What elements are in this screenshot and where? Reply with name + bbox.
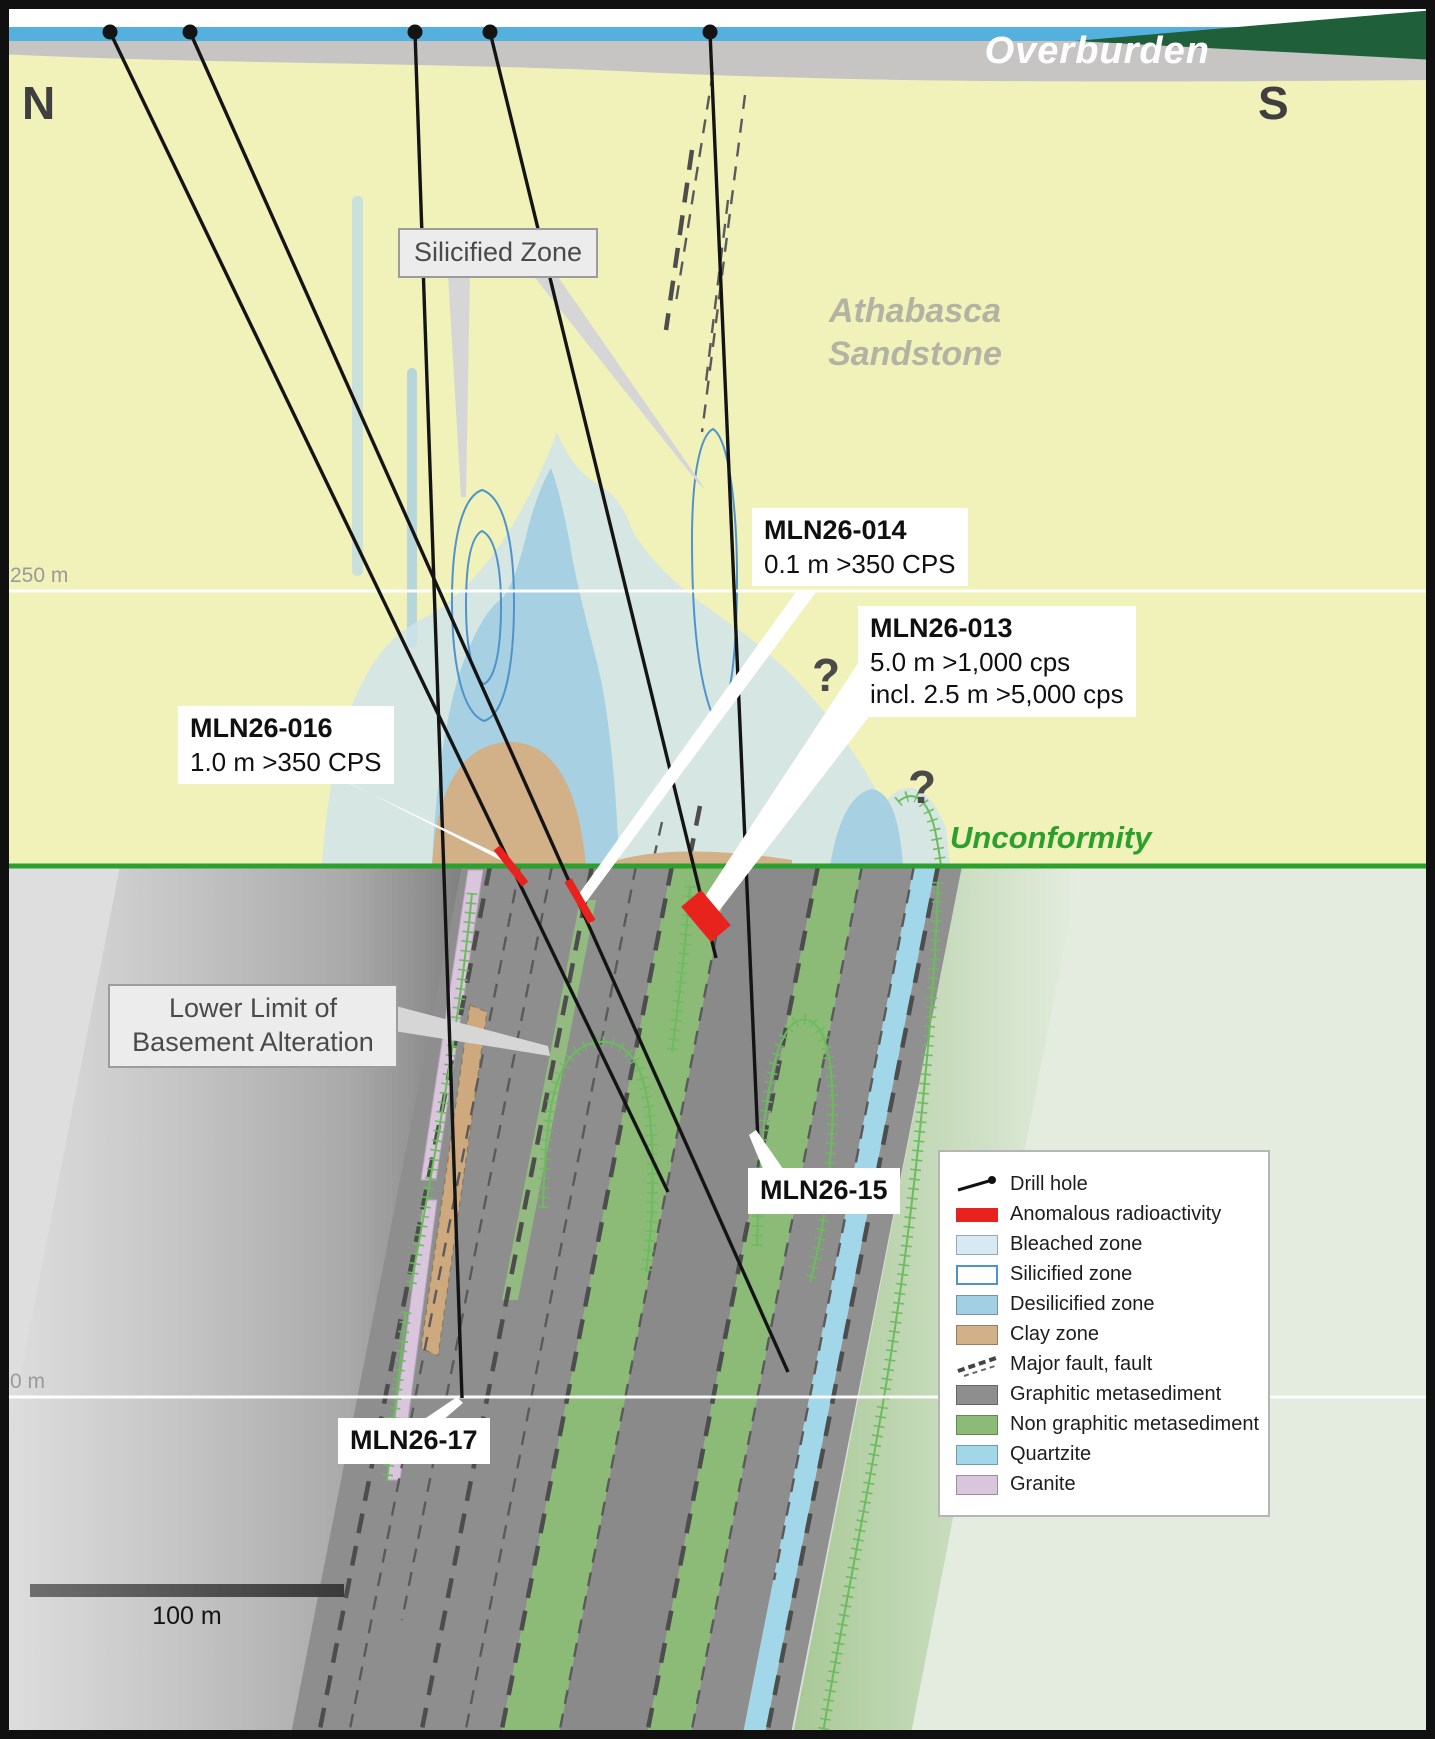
alteration-hatch-above-unconformity <box>894 790 947 867</box>
drill-hole-mln26-013 <box>488 31 718 959</box>
legend-item-bleached: Bleached zone <box>956 1233 1254 1256</box>
desilicified-zone-swatch <box>956 1294 998 1315</box>
lower-limit-callout: Lower Limit of Basement Alteration <box>108 984 398 1068</box>
surface-water-band <box>0 27 1435 41</box>
mln26-15-label: MLN26-15 <box>748 1168 900 1214</box>
legend-item-silicified: Silicified zone <box>956 1263 1254 1286</box>
quartzite-swatch <box>956 1444 998 1465</box>
graphitic-band <box>290 866 672 1739</box>
drill-hole-mln26-016 <box>108 31 670 1193</box>
non-graphitic-swatch <box>956 1414 998 1435</box>
anomaly-mln26-014 <box>564 878 596 924</box>
question-mark: ? <box>812 649 841 701</box>
anomalous-radioactivity-swatch <box>956 1207 998 1222</box>
mln26-17-label: MLN26-17 <box>338 1418 490 1464</box>
clay-zone-swatch <box>956 1324 998 1345</box>
basement-shading <box>0 866 466 1739</box>
mln26-013-label: MLN26-013 5.0 m >1,000 cps incl. 2.5 m >… <box>858 606 1136 717</box>
legend-item-fault: Major fault, fault <box>956 1353 1254 1377</box>
legend-item-non-graphitic: Non graphitic metasediment <box>956 1413 1259 1436</box>
fault-swatch <box>956 1355 998 1377</box>
non-graphitic-band <box>646 866 862 1739</box>
silicified-zone-swatch <box>956 1264 998 1285</box>
drill-hole-mln26-15 <box>708 31 760 1143</box>
basement-faults <box>315 866 941 1739</box>
question-mark: ? <box>908 761 937 813</box>
bleached-zone-swatch <box>956 1234 998 1255</box>
graphitic-band <box>764 866 962 1739</box>
legend-item-quartzite: Quartzite <box>956 1443 1254 1466</box>
silicified-zone-callout: Silicified Zone <box>398 228 599 278</box>
graphitic-band <box>690 866 914 1739</box>
legend-item-clay: Clay zone <box>956 1323 1254 1346</box>
graphitic-band <box>558 866 818 1739</box>
scale-bar-label: 100 m <box>152 1602 222 1630</box>
legend-item-desilicified: Desilicified zone <box>956 1293 1254 1316</box>
quartzite-band <box>742 866 936 1739</box>
unconformity-label: Unconformity <box>950 820 1152 855</box>
callout-leaders <box>388 274 705 1056</box>
drill-hole-mln26-014 <box>188 31 790 1373</box>
graphitic-swatch <box>956 1384 998 1405</box>
anomalous-radioactivity-marks <box>493 845 731 942</box>
depth-label-250m: 250 m <box>10 564 69 587</box>
overburden-band <box>0 41 1435 82</box>
south-label: S <box>1258 77 1289 129</box>
non-graphitic-band <box>500 866 730 1739</box>
overburden-label: Overburden <box>984 30 1210 72</box>
legend: Drill hole Anomalous radioactivity Bleac… <box>938 1150 1270 1517</box>
north-label: N <box>22 77 56 129</box>
legend-item-anomalous: Anomalous radioactivity <box>956 1203 1254 1226</box>
anomaly-mln26-013 <box>681 890 731 942</box>
anomaly-mln26-016 <box>493 845 529 887</box>
mln26-016-label: MLN26-016 1.0 m >350 CPS <box>178 706 394 785</box>
legend-item-drill-hole: Drill hole <box>956 1173 1254 1196</box>
surface-green-wedge <box>1075 10 1435 60</box>
legend-item-granite: Granite <box>956 1473 1254 1496</box>
drill-hole-collars <box>102 24 718 40</box>
mln26-014-label: MLN26-014 0.1 m >350 CPS <box>752 508 968 587</box>
granite-swatch <box>956 1474 998 1495</box>
scale-bar <box>30 1584 344 1597</box>
drill-hole-swatch <box>956 1175 998 1195</box>
basement <box>0 866 1435 1739</box>
basement-bands <box>290 866 962 1739</box>
depth-label-0m: 0 m <box>10 1370 46 1393</box>
legend-item-graphitic: Graphitic metasediment <box>956 1383 1254 1406</box>
athabasca-sandstone-label: Athabasca Sandstone <box>828 292 1002 373</box>
